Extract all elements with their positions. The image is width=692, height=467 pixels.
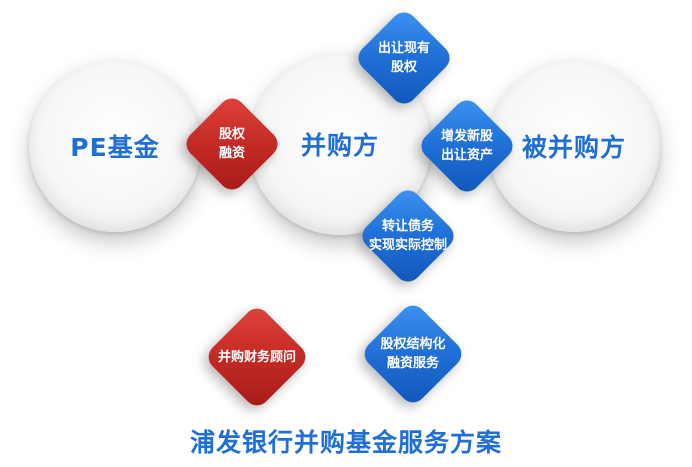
diamond-debt-transfer: 转让债务 实现实际控制 <box>357 185 459 287</box>
circle-pe-fund: PE基金 <box>29 60 201 232</box>
diamond-equity-financing: 股权 融资 <box>181 93 283 195</box>
debt-transfer-line2: 实现实际控制 <box>368 238 447 253</box>
equity-financing-line1: 股权 <box>218 127 245 142</box>
diamond-issue-new-shares: 增发新股 出让资产 <box>416 95 518 197</box>
structured-financing-line2: 融资服务 <box>386 356 439 371</box>
equity-financing-line2: 融资 <box>218 146 245 161</box>
structured-financing-line1: 股权结构化 <box>380 337 446 352</box>
ma-advisory-line1: 并购财务顾问 <box>217 349 296 365</box>
circle-target: 被并购方 <box>488 60 660 232</box>
target-label: 被并购方 <box>521 133 626 162</box>
diamond-structured-equity-financing: 股权结构化 融资服务 <box>359 300 467 408</box>
diamond-ma-financial-advisory: 并购财务顾问 <box>203 303 311 411</box>
debt-transfer-line1: 转让债务 <box>381 219 434 234</box>
pe-fund-label: PE基金 <box>70 133 160 162</box>
diagram-title: 浦发银行并购基金服务方案 <box>189 428 502 457</box>
transfer-shares-line1: 出让现有 <box>377 41 430 56</box>
acquirer-label: 并购方 <box>300 131 379 160</box>
transfer-shares-line2: 股权 <box>390 60 417 75</box>
issue-shares-line1: 增发新股 <box>440 129 493 144</box>
issue-shares-line2: 出让资产 <box>440 148 493 163</box>
diamond-transfer-existing-shares: 出让现有 股权 <box>353 7 455 109</box>
